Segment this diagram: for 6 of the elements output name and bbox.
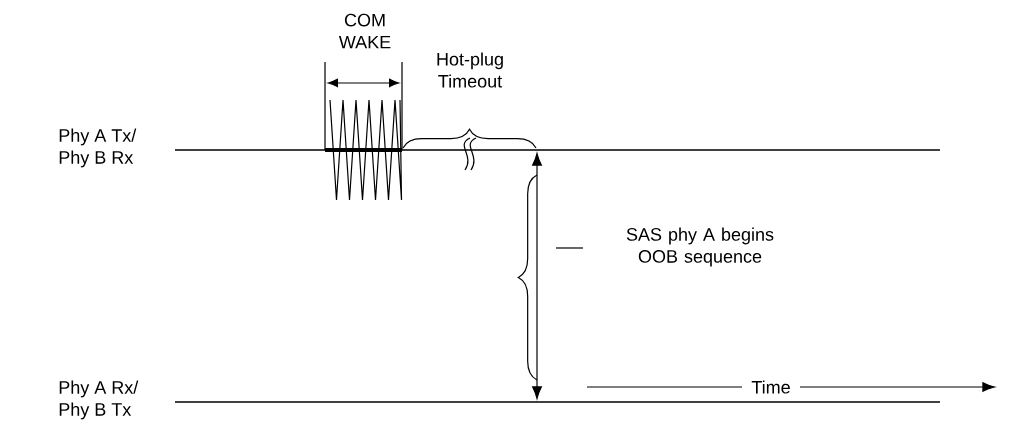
pulse-label: COM WAKE — [338, 13, 391, 49]
signal-label: Phy A Tx/ Phy B Rx — [59, 128, 137, 168]
timeout-label: Hot-plug Timeout — [437, 52, 503, 88]
annotation-text: SAS phy A begins OOB sequence — [626, 227, 774, 267]
axis-label: Time — [751, 380, 790, 394]
signal-label: Phy A Rx/ Phy B Tx — [59, 380, 139, 420]
